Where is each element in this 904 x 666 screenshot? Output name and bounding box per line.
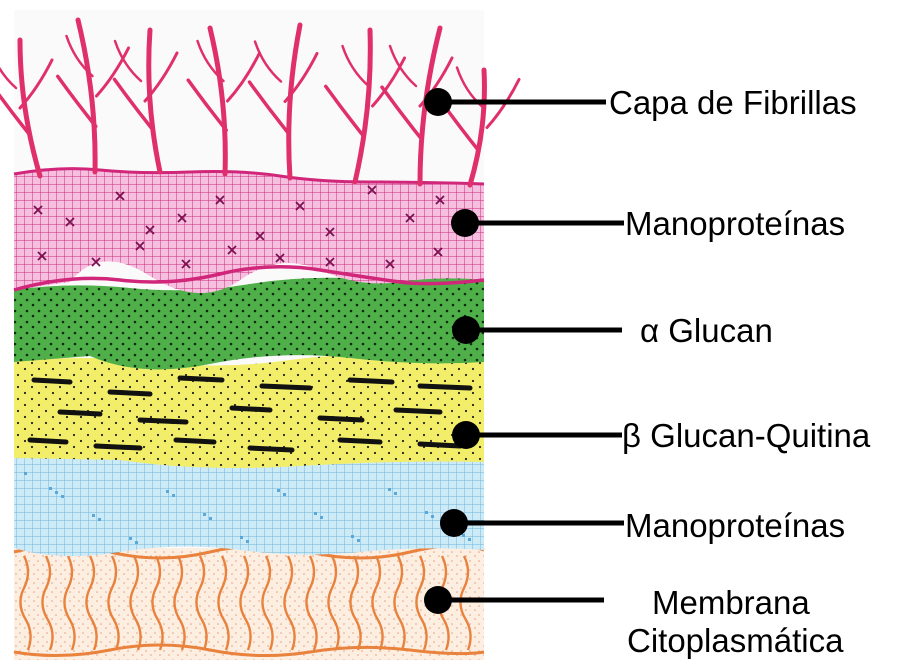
label-beta-glucan-chitin: β Glucan-Quitina	[622, 417, 870, 455]
label-alpha-glucan: α Glucan	[640, 312, 773, 350]
mannoproteins-bottom-layer	[14, 458, 484, 556]
label-cytoplasmic: Citoplasmática	[627, 622, 843, 660]
alpha-glucan-layer	[14, 276, 484, 369]
beta-glucan-chitin-layer	[14, 355, 484, 468]
cytoplasmic-membrane-layer	[14, 545, 484, 660]
label-mannoproteins-top: Manoproteínas	[625, 205, 845, 243]
label-membrane: Membrana	[652, 584, 810, 622]
label-mannoproteins-bottom: Manoproteínas	[625, 507, 845, 545]
label-fibril-layer: Capa de Fibrillas	[609, 84, 857, 122]
